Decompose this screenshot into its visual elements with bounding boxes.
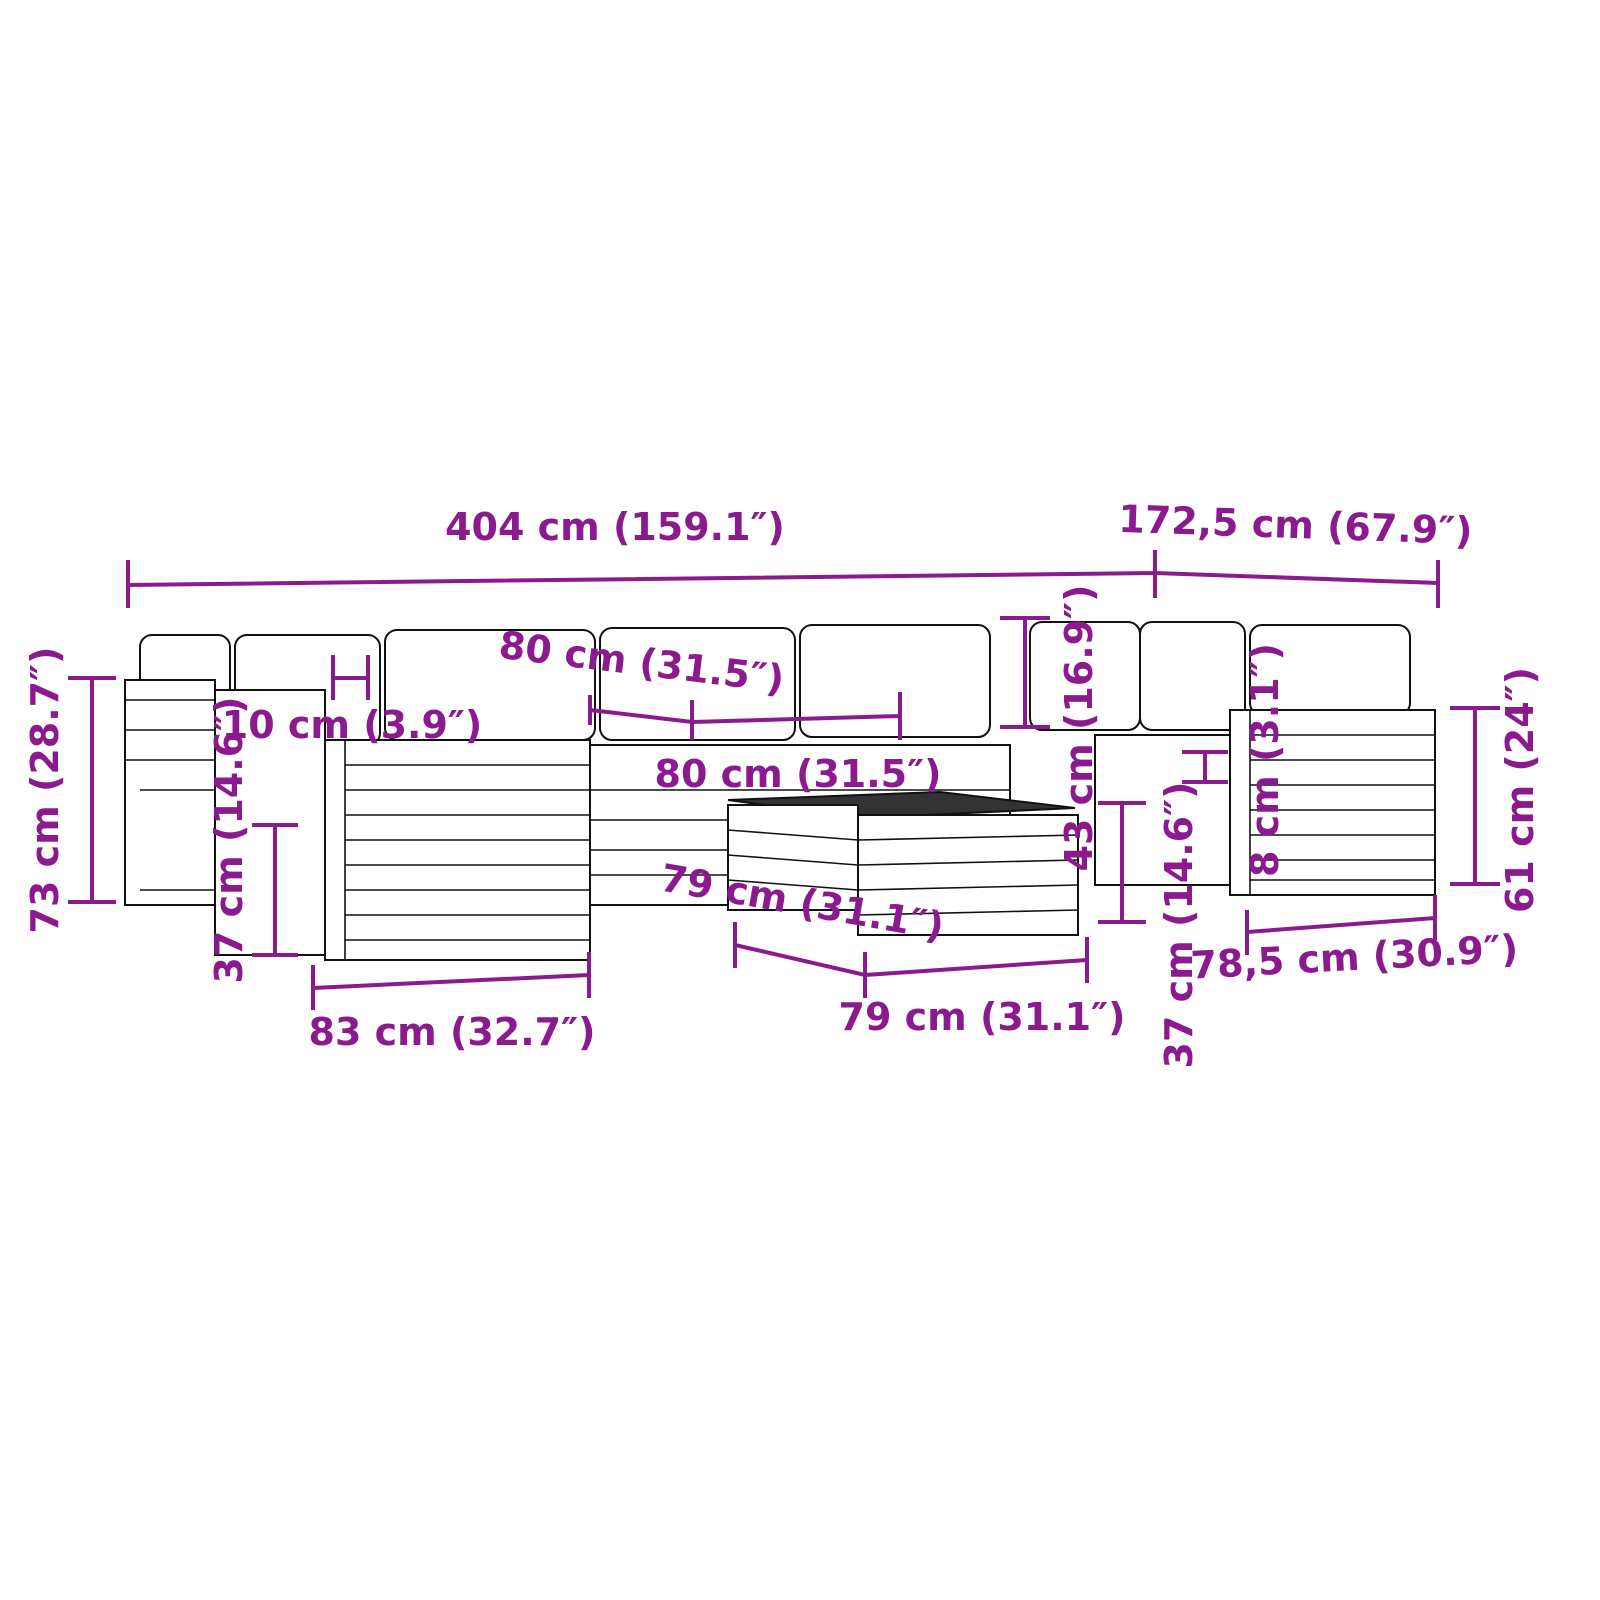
dim-line-seat-height-right — [1098, 801, 1146, 924]
label-armrest-height: 61 cm (24″) — [1498, 667, 1542, 913]
label-armrest-width: 10 cm (3.9″) — [222, 703, 483, 747]
label-armchair-depth: 78,5 cm (30.9″) — [1189, 926, 1519, 987]
label-seat-width-front: 80 cm (31.5″) — [655, 752, 942, 796]
left-corner-module — [124, 679, 326, 956]
label-seat-height-right: 37 cm (14.6″) — [1157, 782, 1201, 1069]
back-cushions — [139, 621, 1411, 756]
label-backrest-height: 43 cm (16.9″) — [1057, 585, 1101, 872]
dim-line-total-length — [126, 550, 1157, 608]
dim-line-armrest-width — [331, 655, 370, 700]
label-seat-height-left: 37 cm (14.6″) — [207, 697, 251, 984]
label-table-width: 79 cm (31.1″) — [839, 995, 1126, 1039]
coffee-table — [727, 790, 1079, 936]
furniture-drawing — [124, 621, 1436, 961]
right-armchair-module — [1229, 709, 1436, 896]
label-total-height: 73 cm (28.7″) — [23, 647, 67, 934]
dim-line-armchair-depth — [1245, 895, 1437, 955]
dim-line-backrest-height — [1000, 616, 1050, 729]
dimension-labels: 404 cm (159.1″) 172,5 cm (67.9″) 80 cm (… — [23, 497, 1542, 1069]
dim-line-side-length — [1154, 560, 1440, 608]
label-side-length: 172,5 cm (67.9″) — [1118, 497, 1474, 553]
front-armrest-module — [324, 739, 591, 961]
dim-line-table — [733, 922, 1089, 998]
dimension-lines — [68, 550, 1500, 1010]
dim-line-corner-depth — [311, 952, 591, 1010]
dim-line-seat-height-left — [252, 823, 298, 957]
dim-line-total-height — [68, 676, 116, 904]
dim-line-seat-width — [588, 692, 902, 740]
label-corner-depth: 83 cm (32.7″) — [309, 1010, 596, 1054]
label-cushion-thickness: 8 cm (3.1″) — [1243, 643, 1287, 877]
label-total-length: 404 cm (159.1″) — [445, 505, 785, 549]
dim-line-cushion — [1182, 750, 1228, 784]
dim-line-armrest-height — [1450, 706, 1500, 886]
